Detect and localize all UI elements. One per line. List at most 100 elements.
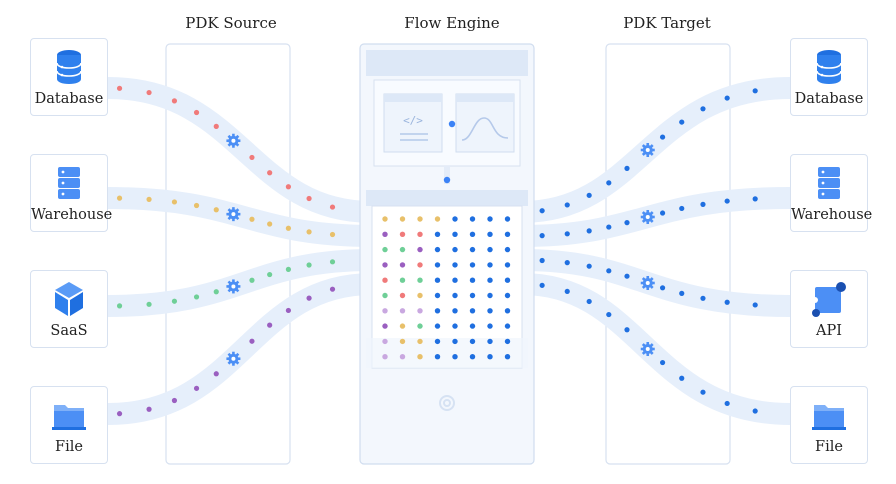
engine-matrix-dot [417, 231, 423, 237]
source-data-dot [116, 195, 123, 201]
source-gear-icon [226, 351, 241, 366]
target-data-dot [724, 400, 730, 407]
engine-matrix-dot [434, 231, 441, 237]
engine-matrix-dot [504, 292, 511, 299]
engine-matrix-dot [452, 216, 458, 222]
target-data-dot [586, 192, 592, 198]
target-database-node[interactable]: Database [790, 38, 868, 116]
target-file-node[interactable]: File [790, 386, 868, 464]
engine-matrix-dot [417, 338, 423, 345]
engine-matrix-dot [469, 277, 476, 283]
engine-matrix-dot [382, 323, 388, 329]
target-api-node[interactable]: API [790, 270, 868, 348]
engine-matrix-dot [469, 308, 476, 314]
target-data-dot [659, 210, 666, 216]
engine-matrix-dot [417, 216, 423, 222]
source-database-label: Database [34, 91, 104, 107]
target-data-dot [679, 290, 685, 296]
target-data-dot [679, 205, 685, 212]
puzzle-icon [812, 282, 846, 317]
engine-matrix-dot [417, 246, 423, 253]
engine-matrix-dot [399, 262, 406, 268]
source-data-dot [193, 385, 200, 391]
source-data-dot [213, 289, 219, 295]
source-data-dot [285, 307, 292, 314]
source-data-dot [306, 262, 312, 268]
engine-matrix-dot [399, 323, 406, 329]
source-database-node[interactable]: Database [30, 38, 108, 116]
source-data-dot [146, 406, 152, 412]
server-icon [818, 167, 840, 199]
source-data-dot [146, 196, 152, 202]
target-data-dot [624, 220, 630, 226]
pdk-source-panel [165, 43, 291, 465]
engine-matrix-dot [469, 231, 476, 237]
target-data-dot [752, 196, 758, 202]
engine-matrix-dot [434, 216, 441, 222]
source-file-label: File [55, 439, 83, 455]
source-data-dot [213, 123, 219, 129]
database-icon [816, 50, 842, 84]
engine-matrix-dot [452, 262, 458, 268]
engine-matrix-dot [452, 292, 458, 299]
target-gear-icon [640, 342, 655, 356]
flow-engine-title: Flow Engine [404, 14, 500, 32]
source-data-dot [146, 89, 152, 96]
source-data-dot [329, 204, 336, 210]
source-data-dot [285, 266, 292, 272]
engine-code-dot [448, 120, 456, 128]
target-data-dot [564, 288, 570, 295]
engine-matrix-dot [487, 216, 493, 222]
engine-matrix-dot [487, 308, 493, 314]
source-gear-icon [226, 279, 241, 294]
target-warehouse-node[interactable]: Warehouse [790, 154, 872, 232]
engine-matrix-dot [434, 354, 441, 360]
engine-matrix-dot [382, 277, 388, 283]
engine-matrix-dot [487, 277, 493, 283]
engine-matrix-dot [469, 323, 476, 329]
engine-matrix-dot [434, 292, 441, 299]
target-data-dot [539, 282, 545, 288]
engine-matrix-dot [487, 246, 493, 253]
source-data-dot [249, 216, 255, 222]
target-api-label: API [816, 323, 842, 339]
source-data-dot [306, 195, 312, 202]
source-data-dot [285, 184, 292, 190]
target-data-dot [564, 260, 570, 266]
engine-matrix-dot [399, 277, 406, 283]
engine-matrix-dot [469, 338, 476, 345]
target-data-dot [606, 311, 612, 318]
database-icon [56, 50, 82, 84]
engine-matrix-dot [399, 354, 406, 360]
source-data-dot [329, 259, 336, 265]
engine-matrix-dot [382, 354, 388, 360]
engine-matrix-dot [382, 308, 388, 314]
source-flow-band [97, 187, 383, 247]
source-data-dot [249, 154, 255, 161]
engine-matrix-dot [399, 231, 406, 237]
target-data-dot [752, 302, 758, 308]
engine-matrix-dot [504, 277, 511, 283]
engine-matrix-dot [434, 308, 441, 314]
target-database-label: Database [794, 91, 864, 107]
engine-matrix-dot [417, 323, 423, 329]
source-saas-node[interactable]: SaaS [30, 270, 108, 348]
source-data-dot [146, 301, 152, 307]
source-data-dot [267, 170, 273, 176]
target-data-dot [659, 359, 666, 366]
source-warehouse-node[interactable]: Warehouse [30, 154, 113, 232]
target-data-dot [606, 180, 612, 186]
source-file-node[interactable]: File [30, 386, 108, 464]
source-data-dot [267, 271, 273, 278]
source-warehouse-label: Warehouse [31, 207, 113, 223]
source-data-dot [285, 225, 292, 231]
target-data-dot [606, 224, 612, 230]
engine-matrix-dot [487, 231, 493, 237]
target-data-dot [724, 299, 730, 305]
server-icon [58, 167, 80, 199]
source-data-dot [171, 298, 178, 304]
target-data-dot [679, 375, 685, 381]
source-data-dot [193, 202, 200, 209]
target-data-dot [700, 295, 706, 301]
target-data-dot [679, 119, 685, 125]
